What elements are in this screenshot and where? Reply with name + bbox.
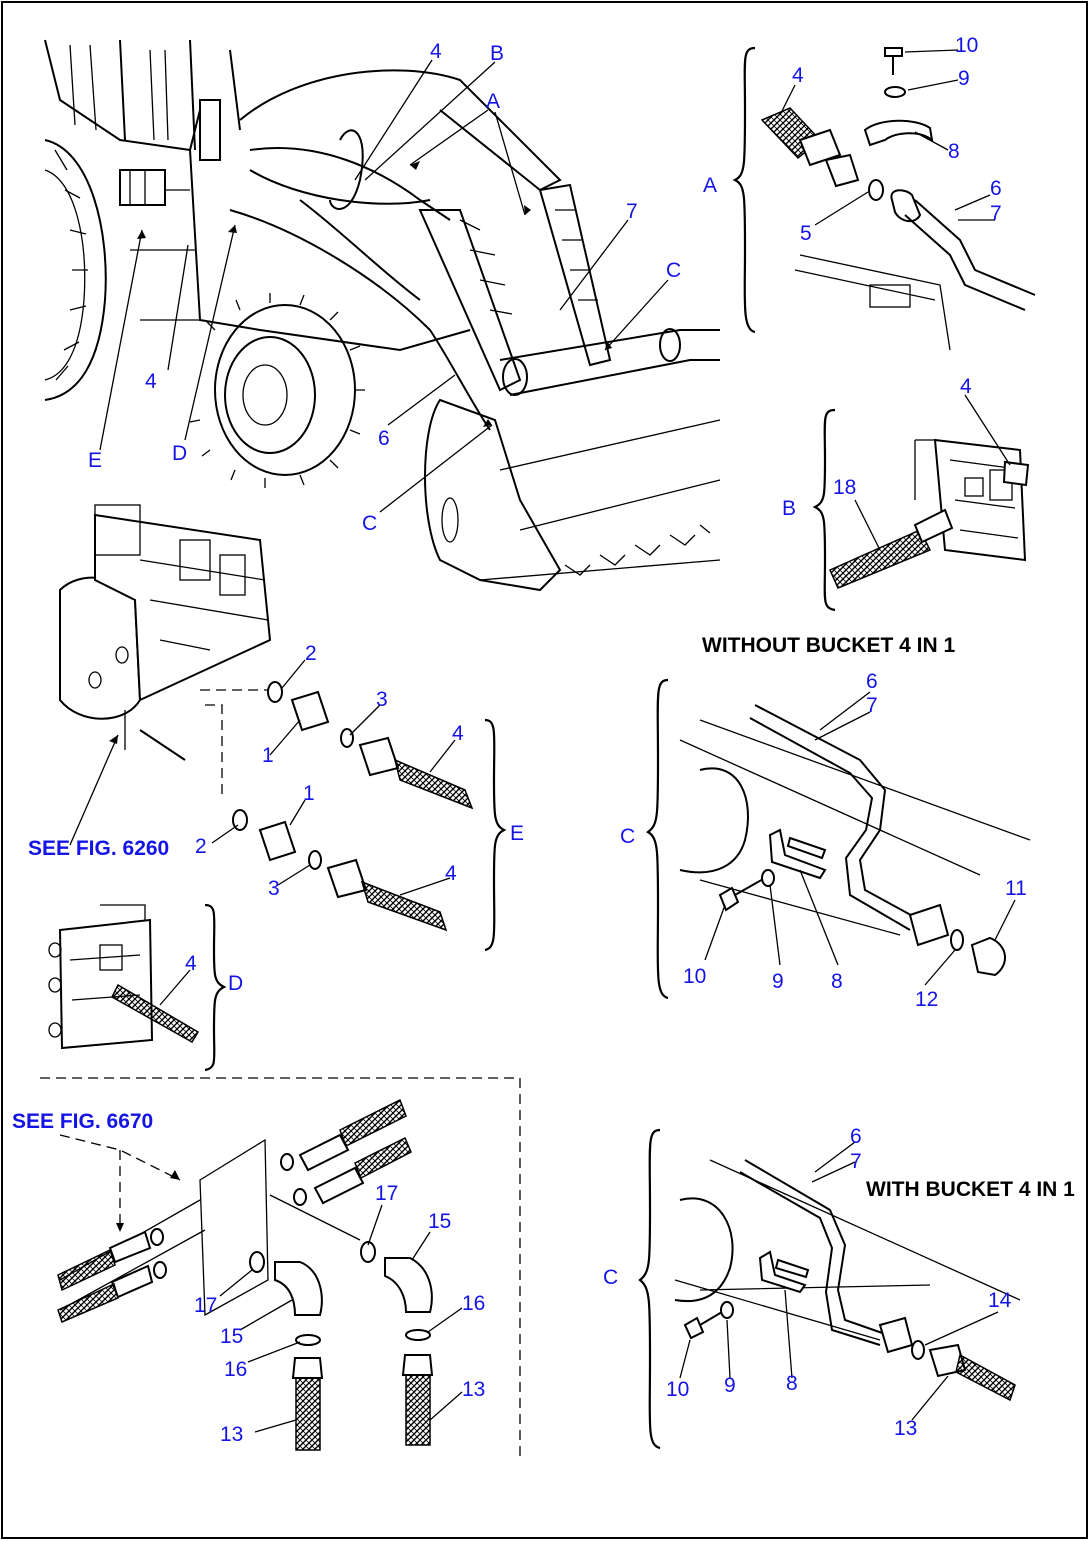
detail-c-without-label: 8 [831, 970, 843, 993]
lower-left-label: 15 [428, 1210, 451, 1233]
see-fig-6260: SEE FIG. 6260 [28, 837, 169, 860]
lower-left-label: 13 [462, 1378, 485, 1401]
detail-c-without-label: 6 [866, 670, 878, 693]
detail-c-without: C [620, 678, 1031, 1000]
detail-e-label: 1 [303, 782, 315, 805]
detail-d-label: 4 [185, 952, 197, 975]
main-label: 6 [378, 427, 390, 450]
detail-e-label: 3 [376, 688, 388, 711]
detail-a-label: 4 [792, 64, 804, 87]
main-label: C [666, 259, 681, 282]
lower-left-label: 15 [220, 1325, 243, 1348]
detail-c-without-letter: C [620, 825, 635, 848]
detail-c-with-labels: 6 7 14 10 9 8 13 [666, 1125, 1012, 1440]
detail-b-labels: 4 18 [833, 375, 972, 499]
main-label: A [486, 90, 500, 113]
detail-c-without-label: 11 [1005, 877, 1027, 900]
main-label: 4 [430, 40, 442, 63]
detail-a-label: 8 [948, 140, 960, 163]
detail-e-label: 2 [305, 642, 317, 665]
detail-c-with-label: 10 [666, 1378, 689, 1401]
detail-c-with-label: 8 [786, 1372, 798, 1395]
detail-d: D 4 [48, 903, 243, 1072]
main-view-labels: 4 B A 7 C 4 E D 6 C [88, 40, 681, 535]
detail-e-labels: 2 3 4 1 1 2 3 4 [195, 642, 464, 900]
lower-left-label: 16 [462, 1292, 485, 1315]
lower-left-label: 13 [220, 1423, 243, 1446]
detail-c-with-label: 14 [988, 1289, 1012, 1312]
main-label: C [362, 512, 377, 535]
detail-e-label: 4 [445, 862, 457, 885]
detail-c-with-letter: C [603, 1266, 618, 1289]
detail-b-label: 4 [960, 375, 972, 398]
lower-left-label: 16 [224, 1358, 247, 1381]
detail-e-letter: E [510, 822, 524, 845]
caption-with-bucket: WITH BUCKET 4 IN 1 [866, 1178, 1075, 1201]
lower-left-label: 17 [375, 1182, 398, 1205]
detail-c-without-labels: 6 7 11 10 9 8 12 [683, 670, 1027, 1011]
main-machine-view [44, 39, 721, 592]
detail-a-label: 9 [958, 67, 970, 90]
main-label: E [88, 449, 102, 472]
detail-e: E SEE FIG. 6260 [28, 504, 524, 952]
detail-a-label: 6 [990, 177, 1002, 200]
detail-c-with-label: 9 [724, 1374, 736, 1397]
detail-c-with-label: 6 [850, 1125, 862, 1148]
detail-b-label: 18 [833, 476, 856, 499]
detail-d-letter: D [228, 972, 243, 995]
detail-a-labels: 10 9 4 8 6 7 5 [792, 34, 1002, 245]
lower-left-label: 17 [194, 1294, 217, 1317]
detail-e-label: 3 [268, 877, 280, 900]
detail-e-label: 1 [262, 744, 274, 767]
detail-e-label: 4 [452, 722, 464, 745]
detail-b: B [782, 394, 1030, 612]
main-label: B [490, 42, 504, 65]
detail-c-with-label: 13 [894, 1417, 917, 1440]
detail-e-label: 2 [195, 835, 207, 858]
detail-b-letter: B [782, 497, 796, 520]
detail-a-label: 5 [800, 222, 812, 245]
main-label: D [172, 442, 187, 465]
detail-lower-left-labels: 17 15 17 15 16 16 13 13 [194, 1182, 485, 1446]
detail-lower-left: SEE FIG. 6670 [12, 1098, 463, 1451]
detail-c-with-label: 7 [850, 1150, 862, 1173]
detail-a-label: 7 [990, 202, 1002, 225]
detail-c-without-label: 12 [915, 988, 938, 1011]
detail-a-letter: A [703, 174, 717, 197]
detail-a-label: 10 [955, 34, 978, 57]
detail-c-with: C WITH BUCKET 4 IN 1 [603, 1128, 1075, 1450]
detail-a: A [703, 46, 1036, 351]
detail-c-without-label: 7 [866, 694, 878, 717]
detail-c-without-label: 10 [683, 965, 706, 988]
caption-without-bucket: WITHOUT BUCKET 4 IN 1 [702, 634, 955, 657]
main-label: 4 [145, 370, 157, 393]
detail-c-without-label: 9 [772, 970, 784, 993]
main-label: 7 [626, 200, 638, 223]
see-fig-6670: SEE FIG. 6670 [12, 1110, 153, 1133]
